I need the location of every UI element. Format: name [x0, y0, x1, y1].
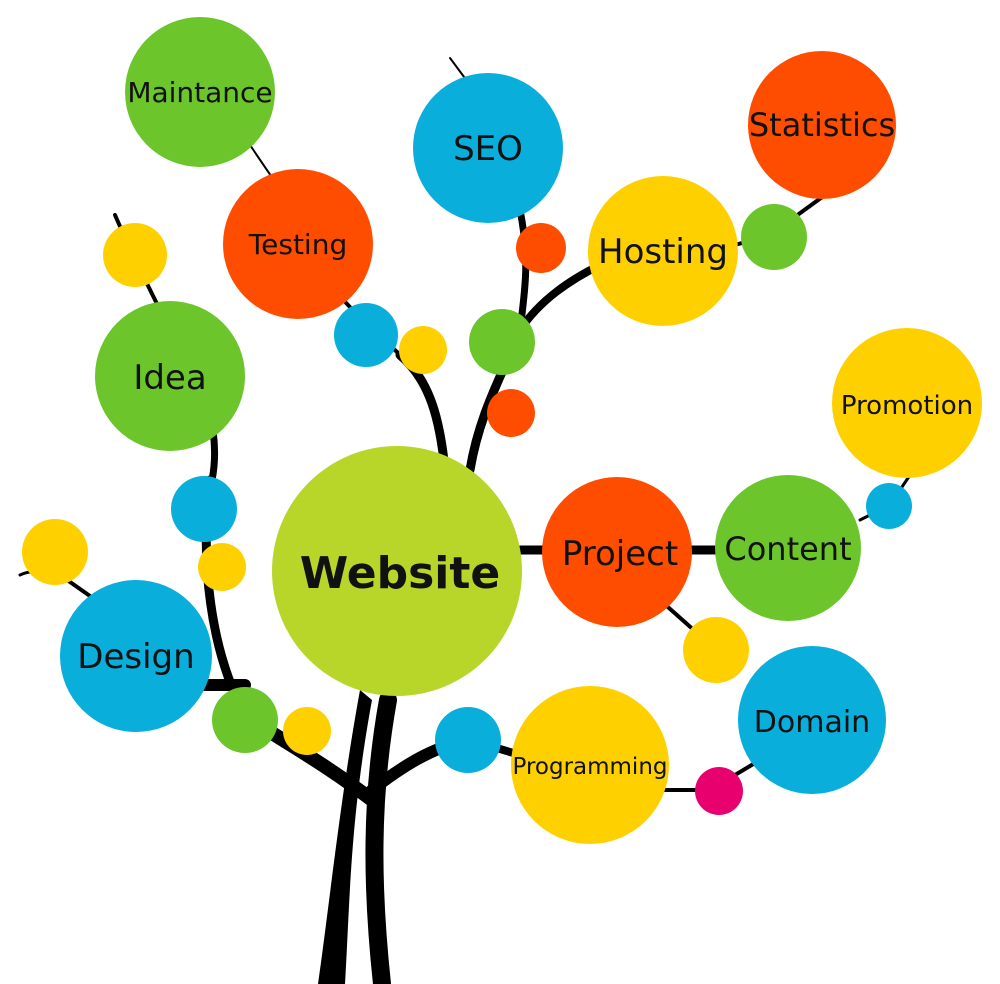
- node-content-circle: [715, 475, 861, 621]
- dot: [435, 707, 501, 773]
- node-project-label: Project: [562, 534, 678, 574]
- branch-hosting-2: [516, 261, 604, 334]
- node-programming-label: Programming: [512, 754, 667, 780]
- node-idea-circle: [95, 301, 245, 451]
- node-promotion-circle: [832, 328, 982, 478]
- dot: [683, 617, 749, 683]
- node-idea: Idea: [95, 301, 245, 451]
- node-promotion-label: Promotion: [841, 391, 973, 421]
- node-promotion: Promotion: [832, 328, 982, 478]
- dot: [866, 483, 912, 529]
- trunk: [318, 690, 372, 984]
- dot: [283, 707, 331, 755]
- dot: [212, 687, 278, 753]
- dot: [487, 389, 535, 437]
- dot: [22, 519, 88, 585]
- node-statistics-circle: [748, 51, 896, 199]
- branch-seo: [516, 206, 530, 334]
- node-programming: Programming: [511, 686, 669, 844]
- node-hosting: Hosting: [588, 176, 738, 326]
- node-design-circle: [60, 580, 212, 732]
- dot: [103, 223, 167, 287]
- node-project-circle: [542, 477, 692, 627]
- node-idea-label: Idea: [133, 358, 206, 398]
- dot: [516, 223, 566, 273]
- node-testing-circle: [223, 169, 373, 319]
- node-statistics: Statistics: [748, 51, 896, 199]
- node-domain-label: Domain: [754, 705, 870, 740]
- node-seo-label: SEO: [453, 129, 523, 169]
- node-seo-circle: [413, 73, 563, 223]
- node-seo: SEO: [413, 73, 563, 223]
- dot: [198, 543, 246, 591]
- node-design-label: Design: [77, 637, 194, 677]
- trunk-right-side: [365, 691, 397, 984]
- node-domain: Domain: [738, 646, 886, 794]
- node-content-label: Content: [724, 530, 851, 568]
- node-website-circle: [272, 446, 522, 696]
- dot: [171, 476, 237, 542]
- node-website: Website: [272, 446, 522, 696]
- dot: [469, 309, 535, 375]
- node-testing-label: Testing: [248, 228, 347, 261]
- decorative-dots: [22, 204, 912, 815]
- node-design: Design: [60, 580, 212, 732]
- node-maintance-circle: [125, 17, 275, 167]
- node-statistics-label: Statistics: [749, 106, 895, 144]
- node-website-label: Website: [300, 548, 500, 599]
- node-hosting-circle: [588, 176, 738, 326]
- dot: [334, 303, 398, 367]
- node-maintance: Maintance: [125, 17, 275, 167]
- node-testing: Testing: [223, 169, 373, 319]
- dot: [741, 204, 807, 270]
- node-programming-circle: [511, 686, 669, 844]
- node-content: Content: [715, 475, 861, 621]
- dot: [399, 326, 447, 374]
- node-maintance-label: Maintance: [127, 76, 272, 109]
- node-domain-circle: [738, 646, 886, 794]
- node-project: Project: [542, 477, 692, 627]
- dot: [695, 767, 743, 815]
- node-hosting-label: Hosting: [598, 232, 728, 272]
